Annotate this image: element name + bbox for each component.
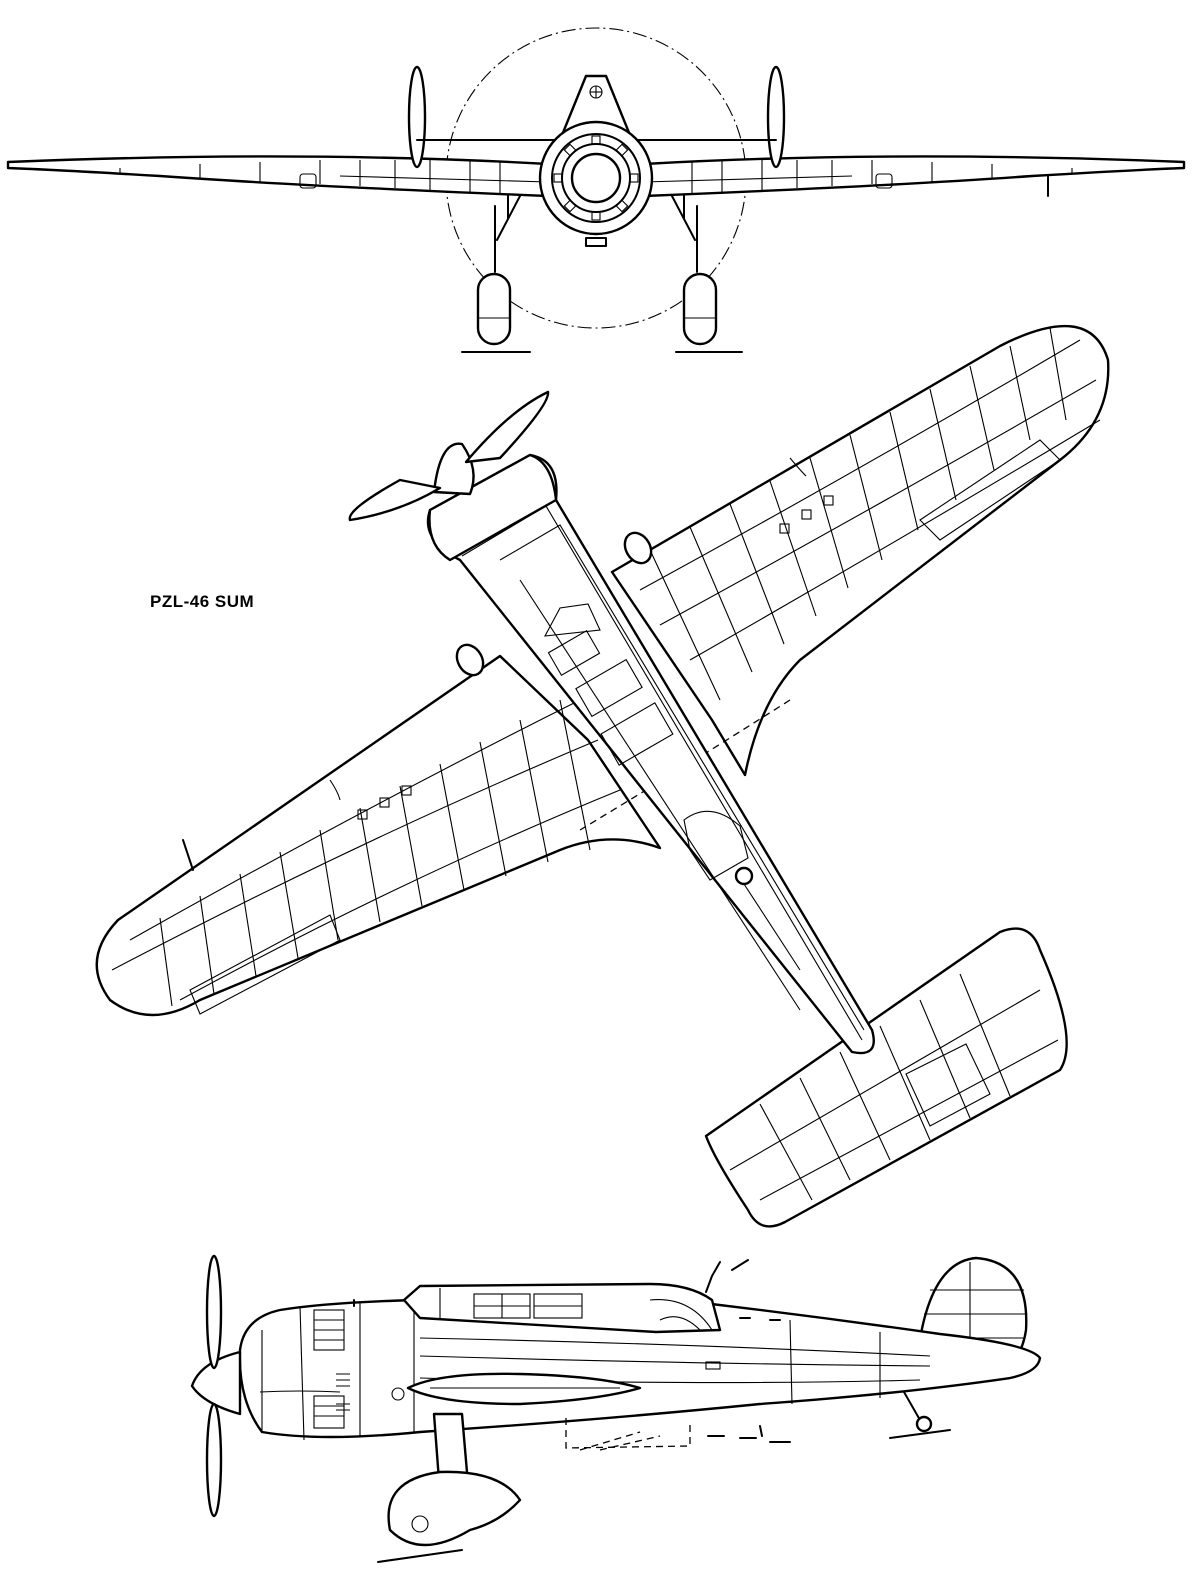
top-left-wing bbox=[95, 654, 662, 1017]
side-main-wheel bbox=[387, 1470, 522, 1547]
front-right-fin bbox=[766, 65, 786, 169]
top-spinner bbox=[432, 442, 475, 496]
front-left-wheel bbox=[476, 272, 512, 346]
top-cowling bbox=[428, 453, 558, 562]
side-view bbox=[190, 1254, 1042, 1563]
top-propeller-blade-2 bbox=[348, 478, 442, 522]
front-wing bbox=[6, 155, 550, 198]
front-right-wheel bbox=[682, 272, 718, 346]
side-tail-wheel bbox=[915, 1415, 933, 1433]
top-canopy bbox=[544, 603, 749, 881]
side-propeller-lower bbox=[205, 1402, 223, 1518]
side-propeller-upper bbox=[205, 1254, 223, 1370]
side-fuselage bbox=[238, 1296, 1042, 1439]
top-right-wing bbox=[610, 324, 1110, 777]
side-canopy bbox=[402, 1282, 722, 1334]
side-wing bbox=[406, 1372, 642, 1406]
drawing-title: PZL-46 SUM bbox=[150, 592, 255, 611]
top-tailplane bbox=[704, 927, 1068, 1228]
top-view bbox=[95, 324, 1110, 1228]
front-view bbox=[6, 27, 1186, 353]
front-left-fin bbox=[407, 65, 427, 169]
top-propeller-blade-1 bbox=[464, 390, 550, 464]
